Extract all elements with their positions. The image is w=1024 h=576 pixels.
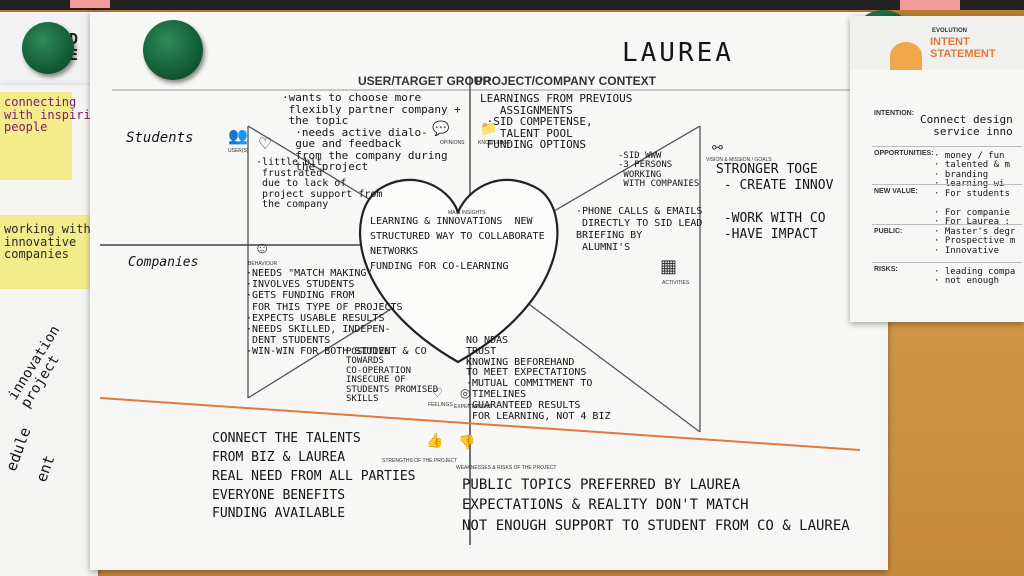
knowledge-icon: 📁 bbox=[480, 120, 498, 136]
icon-label-feelings: FEELINGS bbox=[428, 402, 453, 408]
thumbs-up-icon: 👍 bbox=[426, 432, 444, 448]
activities-notes: ·PHONE CALLS & EMAILS DIRECTLY TO SID LE… bbox=[576, 206, 703, 253]
opportunities-label: OPPORTUNITIES: bbox=[874, 150, 934, 157]
feelings-notes: POSITIVE TOWARDS CO-OPERATION INSECURE O… bbox=[346, 347, 439, 405]
intent-statement-sheet: EVOLUTION INTENT STATEMENT INTENTION: Co… bbox=[850, 16, 1024, 322]
knowledge-notes: LEARNINGS FROM PREVIOUS ASSIGNMENTS ·SID… bbox=[480, 92, 633, 152]
orange-corner bbox=[890, 42, 922, 70]
intent-title: INTENT STATEMENT bbox=[930, 36, 996, 61]
behaviour-icon: ☺ bbox=[254, 240, 271, 257]
row-label-students: Students bbox=[126, 130, 194, 146]
heart-outline bbox=[359, 178, 559, 364]
expectations-notes: NO NDAS TRUST KNOWING BEFOREHAND TO MEET… bbox=[466, 335, 611, 422]
icon-label-opinions: OPINIONS bbox=[440, 140, 465, 146]
icon-label-users: USER(S) bbox=[228, 148, 249, 154]
icon-label-strengths: STRENGTHS OF THE PROJECT bbox=[382, 458, 458, 464]
activities-icon: ▦ bbox=[660, 256, 678, 276]
heart-label: MAIN INSIGHTS bbox=[448, 210, 486, 216]
intent-divider bbox=[872, 184, 1022, 185]
board-title: LAUREA bbox=[622, 38, 734, 68]
goals-notes: STRONGER TOGE - CREATE INNOV -WORK WITH … bbox=[716, 162, 834, 242]
icon-label-behaviour: BEHAVIOUR bbox=[248, 261, 278, 267]
intent-divider bbox=[872, 262, 1022, 263]
heart-icon: ♡ bbox=[258, 136, 273, 153]
icon-label-expectations: EXPECTATIONS bbox=[454, 404, 492, 410]
risks-value: · leading compa · not enough bbox=[934, 267, 1016, 287]
intent-divider bbox=[872, 146, 1022, 147]
feelings-icon: ♡ bbox=[432, 386, 443, 400]
public-label: PUBLIC: bbox=[874, 228, 903, 235]
pushpin-left bbox=[22, 22, 74, 74]
icon-label-weaknesses: WEAKNESSES & RISKS OF THE PROJECT bbox=[456, 465, 557, 471]
sticky-note-text: connecting with inspiring people bbox=[4, 95, 106, 135]
thumbs-down-icon: 👎 bbox=[458, 434, 476, 450]
opinions-notes: ·wants to choose more flexibly partner c… bbox=[282, 91, 461, 174]
risks-label: RISKS: bbox=[874, 266, 898, 273]
public-value: · Master's degr · Prospective m · Innova… bbox=[934, 227, 1016, 256]
icon-label-vision: VISION & MISSION / GOALS bbox=[706, 157, 772, 163]
expectations-icon: ◎ bbox=[460, 386, 471, 400]
strengths-notes: CONNECT THE TALENTS FROM BIZ & LAUREA RE… bbox=[212, 431, 416, 522]
sticky-note-connecting: connecting with inspiring people bbox=[0, 92, 105, 180]
icon-label-activities: ACTIVITIES bbox=[662, 280, 690, 286]
intention-value: Connect design service inno bbox=[920, 113, 1013, 138]
opinions-icon: 💬 bbox=[432, 120, 450, 136]
users-notes: ·little bit frustrated due to lack of pr… bbox=[256, 157, 383, 210]
icon-label-knowledge: KNOWLEDGE bbox=[478, 140, 511, 146]
pushpin-center bbox=[143, 20, 203, 80]
sticky-note-text: working with innovative companies bbox=[4, 222, 91, 262]
behaviour-notes: ·NEEDS "MATCH MAKING" ·INVOLVES STUDENTS… bbox=[246, 268, 427, 358]
frame-top-edge bbox=[0, 0, 1024, 10]
intent-brand: EVOLUTION bbox=[932, 28, 968, 34]
weaknesses-notes: PUBLIC TOPICS PREFERRED BY LAUREA EXPECT… bbox=[462, 477, 850, 534]
binoculars-icon: ⚯ bbox=[712, 140, 723, 155]
sticky-note-working: working with innovative companies bbox=[0, 215, 96, 289]
header-project-context: PROJECT/COMPANY CONTEXT bbox=[475, 74, 656, 88]
heart-notes: LEARNING & INNOVATIONS NEW STRUCTURED WA… bbox=[370, 216, 545, 272]
intent-divider bbox=[872, 224, 1022, 225]
pink-tape-right bbox=[900, 0, 960, 10]
vision-notes: -SID WWW -3 PERSONS WORKING WITH COMPANI… bbox=[618, 151, 700, 190]
new-value-label: NEW VALUE: bbox=[874, 188, 918, 195]
header-user-target-group: USER/TARGET GROUP bbox=[358, 74, 491, 88]
users-icon: 👥 bbox=[228, 128, 248, 145]
intention-label: INTENTION: bbox=[874, 110, 915, 117]
pink-tape bbox=[70, 0, 110, 8]
row-label-companies: Companies bbox=[128, 255, 199, 270]
new-value-value: · For students · For companie · For Laur… bbox=[934, 189, 1010, 228]
